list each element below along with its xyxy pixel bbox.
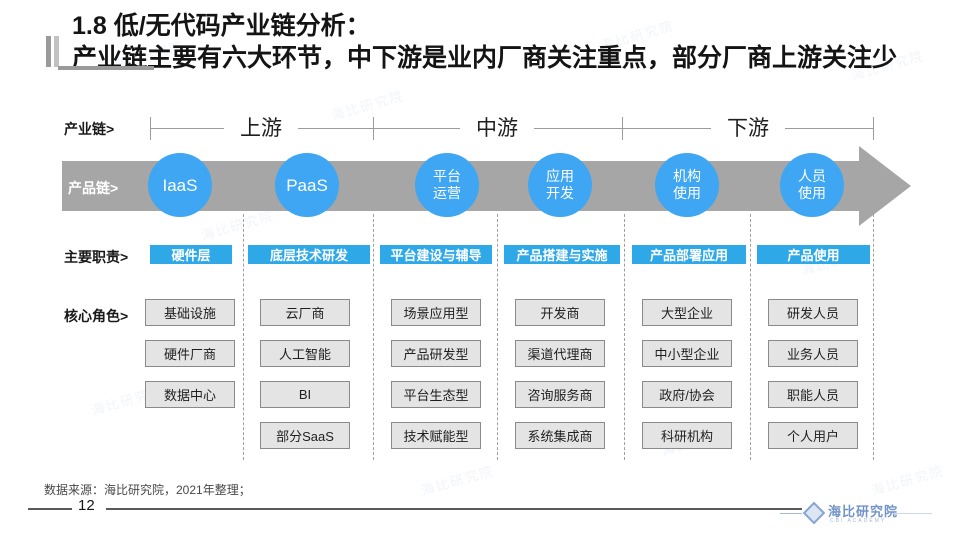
stage-circle-text: PaaS [286,175,328,195]
logo-text: 海比研究院 [828,504,899,519]
segment-downstream: 下游 [711,112,785,142]
role-box: 咨询服务商 [515,381,605,408]
role-label: 核心角色> [64,308,129,324]
chain-tick [150,117,151,140]
role-box: 大型企业 [642,299,732,326]
column-divider [624,214,625,460]
role-box: 场景应用型 [391,299,481,326]
role-box: 科研机构 [642,422,732,449]
duty-bar: 底层技术研发 [248,245,370,264]
role-box: 数据中心 [145,381,235,408]
stage-circle-text: 平台 [433,168,461,184]
product-chain-label: 产品链> [68,180,119,196]
duty-label: 主要职责> [64,249,129,265]
segment-midstream: 中游 [460,112,534,142]
stage-circle-org-usage: 机构 使用 [655,153,719,217]
data-source-note: 数据来源：海比研究院，2021年整理； [44,483,251,497]
footer-rule-right [106,508,802,510]
role-box: 研发人员 [768,299,858,326]
stage-circle-app-development: 应用 开发 [528,153,592,217]
watermark: 海比研究院 [869,462,946,499]
stage-circle-text: 人员 [798,168,826,184]
role-box: 中小型企业 [642,340,732,367]
slide-title-line2: 产业链主要有六大环节，中下游是业内厂商关注重点，部分厂商上游关注少 [72,44,898,72]
column-divider [497,214,498,460]
role-box: 技术赋能型 [391,422,481,449]
duty-bar: 产品部署应用 [632,245,746,264]
duty-bar: 硬件层 [150,245,232,264]
footer-rule-left [28,508,72,510]
role-box: 基础设施 [145,299,235,326]
duty-bar: 产品搭建与实施 [504,245,620,264]
column-divider [750,214,751,460]
role-box: 平台生态型 [391,381,481,408]
title-decor-bar [46,36,51,67]
logo-rule-right [892,513,932,514]
logo-rule-left [780,513,802,514]
column-divider [873,214,874,460]
page-number: 12 [78,497,95,514]
role-box: 硬件厂商 [145,340,235,367]
logo-icon [802,501,826,525]
stage-circle-iaas: IaaS [148,153,212,217]
role-box: 部分SaaS [260,422,350,449]
column-divider [373,214,374,460]
stage-circle-text: IaaS [162,175,198,195]
role-box: 职能人员 [768,381,858,408]
watermark: 海比研究院 [419,462,496,499]
industry-chain-label: 产业链> [64,121,115,137]
logo-caption: CBI ACADEMY [830,518,887,524]
role-box: 云厂商 [260,299,350,326]
role-box: 个人用户 [768,422,858,449]
watermark: 海比研究院 [329,87,406,124]
role-box: 产品研发型 [391,340,481,367]
role-box: 系统集成商 [515,422,605,449]
stage-circle-personnel-usage: 人员 使用 [780,153,844,217]
role-box: 开发商 [515,299,605,326]
arrow-head-icon [859,146,911,226]
role-box: BI [260,381,350,408]
title-decor-underline [58,66,154,70]
role-box: 渠道代理商 [515,340,605,367]
role-box: 政府/协会 [642,381,732,408]
stage-circle-paas: PaaS [275,153,339,217]
duty-bar: 平台建设与辅导 [380,245,492,264]
stage-circle-text: 运营 [433,185,461,201]
title-decor-bar [54,36,59,67]
duty-bar: 产品使用 [757,245,870,264]
stage-circle-text: 使用 [673,185,701,201]
role-box: 业务人员 [768,340,858,367]
segment-upstream: 上游 [224,112,298,142]
stage-circle-text: 机构 [673,168,701,184]
stage-circle-platform-operation: 平台 运营 [415,153,479,217]
stage-circle-text: 应用 [546,168,574,184]
role-box: 人工智能 [260,340,350,367]
stage-circle-text: 使用 [798,185,826,201]
slide-title-line1: 1.8 低/无代码产业链分析： [72,12,371,40]
chain-tick [373,117,374,140]
stage-circle-text: 开发 [546,185,574,201]
chain-tick [622,117,623,140]
chain-tick [873,117,874,140]
column-divider [243,214,244,460]
